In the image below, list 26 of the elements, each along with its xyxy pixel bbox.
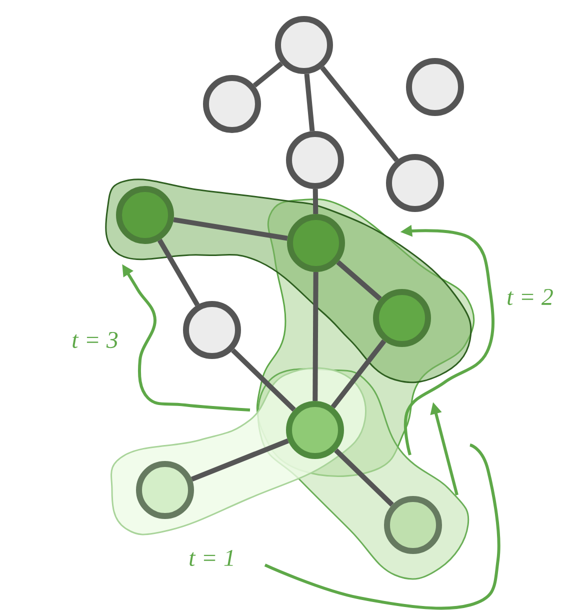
- graph-vertex: [384, 496, 442, 554]
- graph-edge: [330, 339, 386, 409]
- graph-vertex: [386, 154, 444, 212]
- graph-edge: [312, 188, 318, 214]
- graph-vertex: [203, 75, 261, 133]
- graph-vertex: [275, 16, 333, 74]
- graph-vertex: [183, 301, 241, 359]
- graph-vertex: [406, 58, 464, 116]
- graph-edge: [334, 448, 394, 507]
- graph-vertex: [116, 186, 174, 244]
- graph-vertex: [287, 214, 345, 272]
- graph-vertex: [286, 131, 344, 189]
- graph-edge: [173, 217, 288, 241]
- graph-vertex: [136, 461, 194, 519]
- time-label: t = 2: [508, 288, 553, 306]
- graph-edge: [231, 348, 296, 412]
- graph-edge: [252, 61, 284, 88]
- graph-edge: [312, 272, 318, 402]
- graph-edge: [191, 438, 289, 482]
- time-label: t = 1: [190, 550, 233, 566]
- time-label: t = 3: [72, 332, 118, 348]
- graph-edge: [304, 74, 315, 132]
- graph-vertex: [286, 401, 344, 459]
- graph-edge: [336, 260, 382, 301]
- graph-edge: [320, 66, 399, 162]
- graph-vertex: [373, 289, 431, 347]
